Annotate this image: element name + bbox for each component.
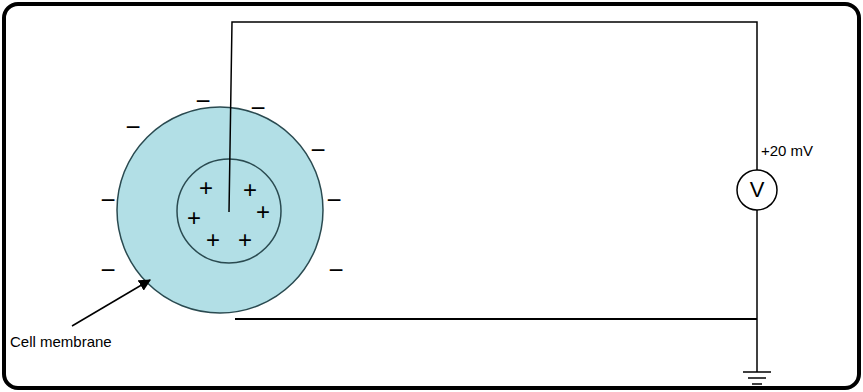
charge-sign: +: [187, 206, 201, 230]
annotation-label: Cell membrane: [10, 334, 112, 349]
charge-sign: +: [256, 200, 270, 224]
ground-symbol: [752, 383, 762, 385]
charge-sign: −: [326, 187, 341, 213]
charge-sign: +: [206, 228, 220, 252]
ground-wire: [756, 210, 758, 372]
charge-sign: +: [199, 176, 213, 200]
reference-wire: [235, 318, 757, 320]
charge-sign: −: [195, 88, 210, 114]
charge-sign: −: [310, 137, 325, 163]
charge-sign: +: [238, 228, 252, 252]
meter-circle: [737, 170, 777, 210]
charge-sign: +: [243, 178, 257, 202]
ground-symbol: [748, 377, 766, 379]
ground-symbol: [743, 371, 771, 373]
charge-sign: −: [328, 257, 343, 283]
frame: [4, 4, 859, 388]
annotation-label: +20 mV: [761, 143, 813, 158]
voltmeter-symbol: V: [736, 169, 778, 211]
meter-letter: V: [750, 177, 765, 203]
electrode-wire: [229, 22, 757, 212]
charge-sign: −: [125, 114, 140, 140]
charge-sign: −: [100, 187, 115, 213]
leader-arrow: [72, 280, 150, 326]
charge-sign: −: [250, 95, 265, 121]
charge-sign: −: [100, 257, 115, 283]
